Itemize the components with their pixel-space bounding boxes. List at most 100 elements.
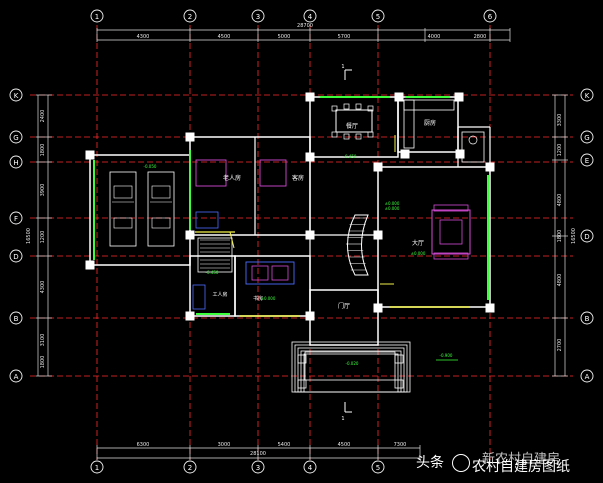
dimension-text: 4300 bbox=[40, 281, 46, 294]
toilet bbox=[468, 135, 478, 145]
axis-label: B bbox=[585, 315, 590, 323]
car-rear-window bbox=[151, 217, 171, 229]
column bbox=[373, 303, 383, 313]
wall-foyer bbox=[309, 289, 379, 346]
dining-chair bbox=[331, 105, 338, 112]
column bbox=[185, 230, 195, 240]
axis-bubble bbox=[371, 460, 385, 474]
column bbox=[305, 311, 315, 321]
dining-chair bbox=[343, 133, 350, 140]
dimension-text: 16500 bbox=[571, 228, 577, 244]
dimension-text: 2400 bbox=[40, 110, 46, 123]
bed bbox=[195, 159, 227, 187]
entrance-step bbox=[300, 350, 402, 393]
bathroom bbox=[461, 131, 485, 163]
dimension-text: 4800 bbox=[557, 274, 563, 287]
level-mark: ±0.000 bbox=[261, 296, 276, 301]
dimension-text: 4800 bbox=[557, 194, 563, 207]
room-label-kitchen: 厨房 bbox=[424, 119, 436, 127]
axis-label: 3 bbox=[256, 13, 260, 21]
dining-chair bbox=[343, 103, 350, 110]
axis-label: 1 bbox=[95, 13, 99, 21]
axis-label: 5 bbox=[376, 13, 380, 21]
axis-bubble bbox=[9, 130, 23, 144]
axis-label: A bbox=[585, 373, 590, 381]
sofa bbox=[433, 204, 469, 212]
dimension-text: 2700 bbox=[557, 339, 563, 352]
axis-label: 3 bbox=[256, 464, 260, 472]
kitchen-counter bbox=[403, 99, 455, 111]
axis-bubble bbox=[9, 311, 23, 325]
axis-label: 6 bbox=[488, 13, 493, 21]
room-label-utility: 工人房 bbox=[212, 291, 227, 298]
dimension-text: 5400 bbox=[278, 442, 291, 448]
room-label-foyer: 门厅 bbox=[338, 302, 350, 310]
dimension-text: 1200 bbox=[40, 231, 46, 244]
level-mark: ±0.000 bbox=[385, 201, 400, 206]
axis-bubble bbox=[9, 211, 23, 225]
car-body bbox=[109, 171, 137, 247]
axis-bubble bbox=[9, 249, 23, 263]
dimension-text: 7300 bbox=[394, 442, 407, 448]
axis-label: 4 bbox=[308, 13, 313, 21]
car-rear-window bbox=[113, 217, 133, 229]
level-mark: -0.050 bbox=[144, 164, 157, 169]
column bbox=[85, 150, 95, 160]
column bbox=[455, 149, 465, 159]
car-windshield bbox=[113, 185, 133, 199]
wall-garage bbox=[89, 154, 191, 266]
kitchen-counter bbox=[403, 99, 415, 149]
stair-outline bbox=[197, 237, 233, 273]
axis-label: G bbox=[13, 134, 18, 142]
axis-bubble bbox=[580, 88, 594, 102]
watermark-logo-icon bbox=[452, 454, 470, 472]
axis-bubble bbox=[580, 153, 594, 167]
column bbox=[485, 303, 495, 313]
wall-utility bbox=[189, 255, 236, 317]
level-mark: -0.450 bbox=[206, 270, 219, 275]
axis-bubble bbox=[483, 9, 497, 23]
axis-label: 1 bbox=[95, 464, 99, 472]
dining-chair bbox=[331, 131, 338, 138]
column bbox=[185, 132, 195, 142]
dining-chair bbox=[355, 133, 362, 140]
axis-label: 2 bbox=[188, 464, 192, 472]
dimension-text: 4000 bbox=[428, 34, 441, 40]
section-number: 1 bbox=[341, 416, 344, 422]
axis-bubble bbox=[580, 311, 594, 325]
column bbox=[373, 230, 383, 240]
watermark-subtitle: 农村自建房图纸 bbox=[472, 459, 570, 475]
dimension-text: 4500 bbox=[218, 34, 231, 40]
section-number: 1 bbox=[341, 64, 344, 70]
axis-bubble bbox=[303, 9, 317, 23]
axis-bubble bbox=[183, 460, 197, 474]
axis-label: G bbox=[584, 134, 589, 142]
washer bbox=[192, 284, 206, 310]
axis-bubble bbox=[9, 88, 23, 102]
room-label-bedroom: 客房 bbox=[292, 174, 304, 182]
door bbox=[229, 231, 235, 249]
curved-stair bbox=[347, 214, 369, 276]
room-label-living: 大厅 bbox=[412, 239, 424, 247]
axis-label: K bbox=[14, 92, 19, 100]
car-body bbox=[147, 171, 175, 247]
level-mark: -0.900 bbox=[440, 353, 453, 358]
room-label-study: 书房 bbox=[253, 295, 263, 302]
level-mark: -0.450 bbox=[344, 154, 357, 159]
chair bbox=[271, 265, 289, 281]
axis-label: 5 bbox=[376, 464, 380, 472]
axis-bubble bbox=[90, 460, 104, 474]
level-mark: ±0.000 bbox=[411, 251, 426, 256]
bed bbox=[259, 159, 287, 187]
coffee-table bbox=[439, 219, 463, 245]
axis-bubble bbox=[9, 369, 23, 383]
dimension-text: 3000 bbox=[218, 442, 231, 448]
column bbox=[485, 162, 495, 172]
dimension-text: 5000 bbox=[278, 34, 291, 40]
porch-column bbox=[297, 379, 307, 389]
axis-bubble bbox=[303, 460, 317, 474]
room-label-elder-bedroom: 老人房 bbox=[223, 174, 241, 182]
level-mark: -0.020 bbox=[346, 361, 359, 366]
column bbox=[394, 92, 404, 102]
